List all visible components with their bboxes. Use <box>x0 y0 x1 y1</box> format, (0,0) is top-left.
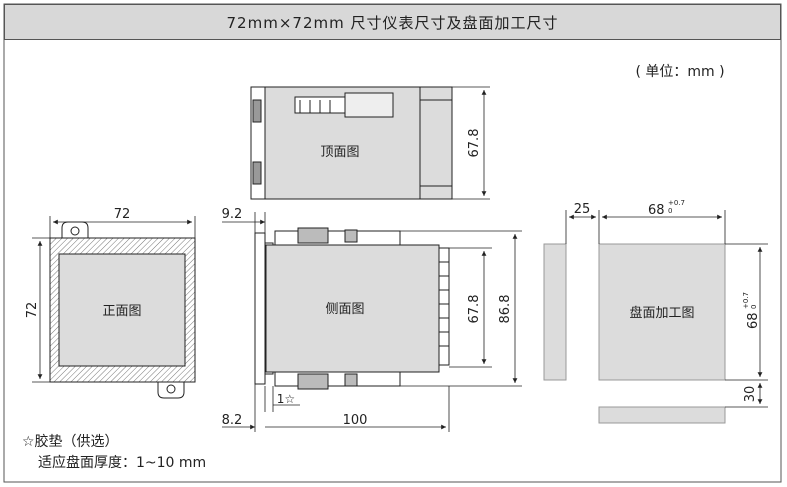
panel-bottom-piece <box>598 406 726 424</box>
front-view: 正面图 72 72 <box>25 207 196 399</box>
side-view: 侧面图 9.2 67.8 86.8 1☆ 8.2 <box>222 207 522 432</box>
side-terminals <box>438 247 450 366</box>
top-terminal-block <box>419 86 453 200</box>
unit-note: ( 单位：mm ) <box>635 64 724 80</box>
top-screw <box>344 92 394 118</box>
outer-border <box>3 3 782 483</box>
panel-width-dim: 68 <box>648 203 665 218</box>
side-clamp-bottom <box>274 371 401 387</box>
panel-height-dim: 68 <box>746 312 761 329</box>
side-clamp-top <box>274 230 401 246</box>
front-display <box>58 253 186 367</box>
front-height-dim: 72 <box>25 302 40 319</box>
panel-cutout <box>598 243 726 381</box>
side-total-dim: 86.8 <box>498 295 513 324</box>
gasket-mark: 1☆ <box>277 392 295 406</box>
front-ear-hole-bottom <box>166 384 176 394</box>
top-depth-dim: 67.8 <box>467 129 482 158</box>
top-clip-lower <box>252 161 262 185</box>
front-view-label: 正面图 <box>102 304 141 319</box>
panel-cutout-view: 盘面加工图 25 68 +0.7 0 68 +0.7 0 <box>543 199 768 424</box>
panel-width-tol-zero: 0 <box>668 207 672 215</box>
side-body-dim: 67.8 <box>467 295 482 324</box>
top-clip-upper <box>252 99 262 123</box>
side-body <box>265 244 440 373</box>
panel-height-tol-zero: 0 <box>750 305 758 309</box>
bezel-bottom-dim: 8.2 <box>222 413 243 428</box>
top-view: 顶面图 67.8 <box>250 86 490 200</box>
gasket-note: ☆胶垫（供选） <box>22 433 119 450</box>
front-ear-hole-top <box>70 226 80 236</box>
panel-width-tol-plus: +0.7 <box>668 199 685 207</box>
panel-view-label: 盘面加工图 <box>629 305 694 321</box>
diagram-title: 72mm×72mm 尺寸仪表尺寸及盘面加工尺寸 <box>4 4 781 40</box>
front-width-dim: 72 <box>114 207 131 222</box>
length-dim: 100 <box>343 413 368 428</box>
bezel-dim: 9.2 <box>222 207 243 222</box>
thickness-note: 适应盘面厚度：1~10 mm <box>38 454 206 471</box>
panel-side-piece <box>543 243 567 381</box>
panel-bottom-dim: 30 <box>743 386 758 403</box>
top-view-label: 顶面图 <box>320 145 359 160</box>
side-bezel-front <box>254 232 266 385</box>
panel-gap-dim: 25 <box>574 202 591 217</box>
panel-height-tol-plus: +0.7 <box>742 292 750 309</box>
side-view-label: 侧面图 <box>325 302 364 317</box>
